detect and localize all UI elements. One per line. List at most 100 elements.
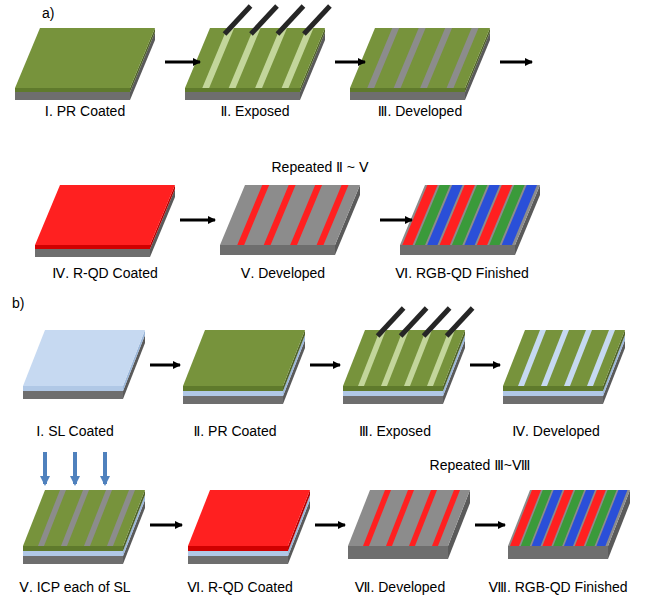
plate-face (404, 330, 432, 386)
plate-face (188, 551, 288, 556)
plate-face (343, 330, 465, 386)
plate-face (596, 490, 627, 546)
plate-face (183, 396, 283, 404)
plate-face (188, 490, 310, 546)
step-caption: Ⅱ. PR Coated (193, 424, 276, 439)
plate-face (183, 391, 283, 396)
photomask-bar (424, 308, 450, 336)
plate-face (23, 546, 123, 551)
photomask-bar (401, 308, 427, 336)
plate-face (317, 185, 349, 245)
plate-face (35, 185, 175, 245)
step-caption: Repeated Ⅱ ~ Ⅴ (271, 160, 368, 175)
step-caption: Ⅱ. Exposed (220, 104, 289, 119)
plate-face (394, 28, 426, 88)
plate-face (350, 88, 465, 92)
plate-face (185, 88, 300, 92)
photomask-bar (277, 6, 303, 34)
panel-letter: a) (42, 6, 54, 21)
plate-face (61, 490, 89, 546)
step-caption: Ⅷ. RGB-QD Finished (488, 580, 627, 595)
plate-face (367, 28, 399, 88)
plate-face (447, 28, 479, 88)
plate-face (503, 391, 603, 396)
plate-face (183, 330, 305, 386)
plate-face (84, 490, 112, 546)
plate-face (38, 490, 66, 546)
step-caption: Ⅵ. RGB-QD Finished (395, 266, 529, 281)
plate-face (400, 245, 515, 255)
plate-face (107, 490, 135, 546)
plate-face (220, 185, 360, 245)
plate-face (503, 386, 603, 391)
photomask-bar (378, 308, 404, 336)
step-caption: Ⅲ. Exposed (359, 424, 431, 439)
step-caption: Ⅴ. ICP each of SL (19, 580, 130, 595)
plate-face (35, 249, 150, 257)
plate-face (15, 92, 130, 100)
plate-face (518, 330, 546, 386)
step-caption: Ⅳ. Developed (512, 424, 600, 439)
plate-face (229, 28, 261, 88)
plate-face (541, 330, 569, 386)
plate-face (343, 396, 443, 404)
plate-face (400, 185, 540, 245)
plate-face (282, 28, 314, 88)
panel-letter: b) (12, 296, 24, 311)
plate-face (183, 386, 283, 391)
photomask-bar (225, 6, 251, 34)
plate-face (23, 386, 123, 391)
plate-face (508, 546, 608, 559)
plate-face (255, 28, 287, 88)
plate-face (185, 28, 325, 88)
plate-face (185, 92, 300, 100)
plate-face (409, 490, 437, 546)
plate-face (188, 546, 288, 551)
plate-face (290, 185, 322, 245)
plate-face (343, 386, 443, 391)
step-caption: Ⅰ. SL Coated (36, 424, 114, 439)
plate-face (23, 391, 123, 399)
plate-face (350, 92, 465, 100)
plate-face (381, 330, 409, 386)
step-caption: Ⅴ. Developed (241, 266, 325, 281)
plate-face (15, 88, 130, 92)
plate-face (202, 28, 234, 88)
plate-face (237, 185, 269, 245)
step-caption: Repeated Ⅲ~Ⅷ (430, 458, 531, 473)
plate-face (35, 245, 150, 249)
plate-face (188, 556, 288, 564)
plate-face (386, 490, 414, 546)
plate-face (508, 490, 630, 546)
plate-face (358, 330, 386, 386)
plate-face (420, 28, 452, 88)
plate-face (23, 490, 145, 546)
step-caption: Ⅳ. R-QD Coated (52, 266, 158, 281)
plate-face (427, 330, 455, 386)
plate-face (502, 185, 537, 245)
plate-face (348, 546, 448, 559)
photomask-bar (304, 6, 330, 34)
plate-face (432, 490, 460, 546)
plate-face (503, 330, 625, 386)
plate-face (23, 551, 123, 556)
plate-face (363, 490, 391, 546)
plate-face (220, 245, 335, 255)
plate-face (23, 330, 145, 386)
step-caption: Ⅶ. Developed (355, 580, 445, 595)
step-caption: Ⅲ. Developed (378, 104, 462, 119)
plate-face (343, 391, 443, 396)
plate-face (564, 330, 592, 386)
step-caption: Ⅵ. R-QD Coated (187, 580, 293, 595)
plate-face (350, 28, 490, 88)
step-caption: Ⅰ. PR Coated (45, 104, 125, 119)
plate-face (503, 396, 603, 404)
plate-face (15, 28, 155, 88)
plate-face (348, 490, 470, 546)
plate-face (587, 330, 615, 386)
photomask-bar (447, 308, 473, 336)
plate-face (264, 185, 296, 245)
photomask-bar (251, 6, 277, 34)
